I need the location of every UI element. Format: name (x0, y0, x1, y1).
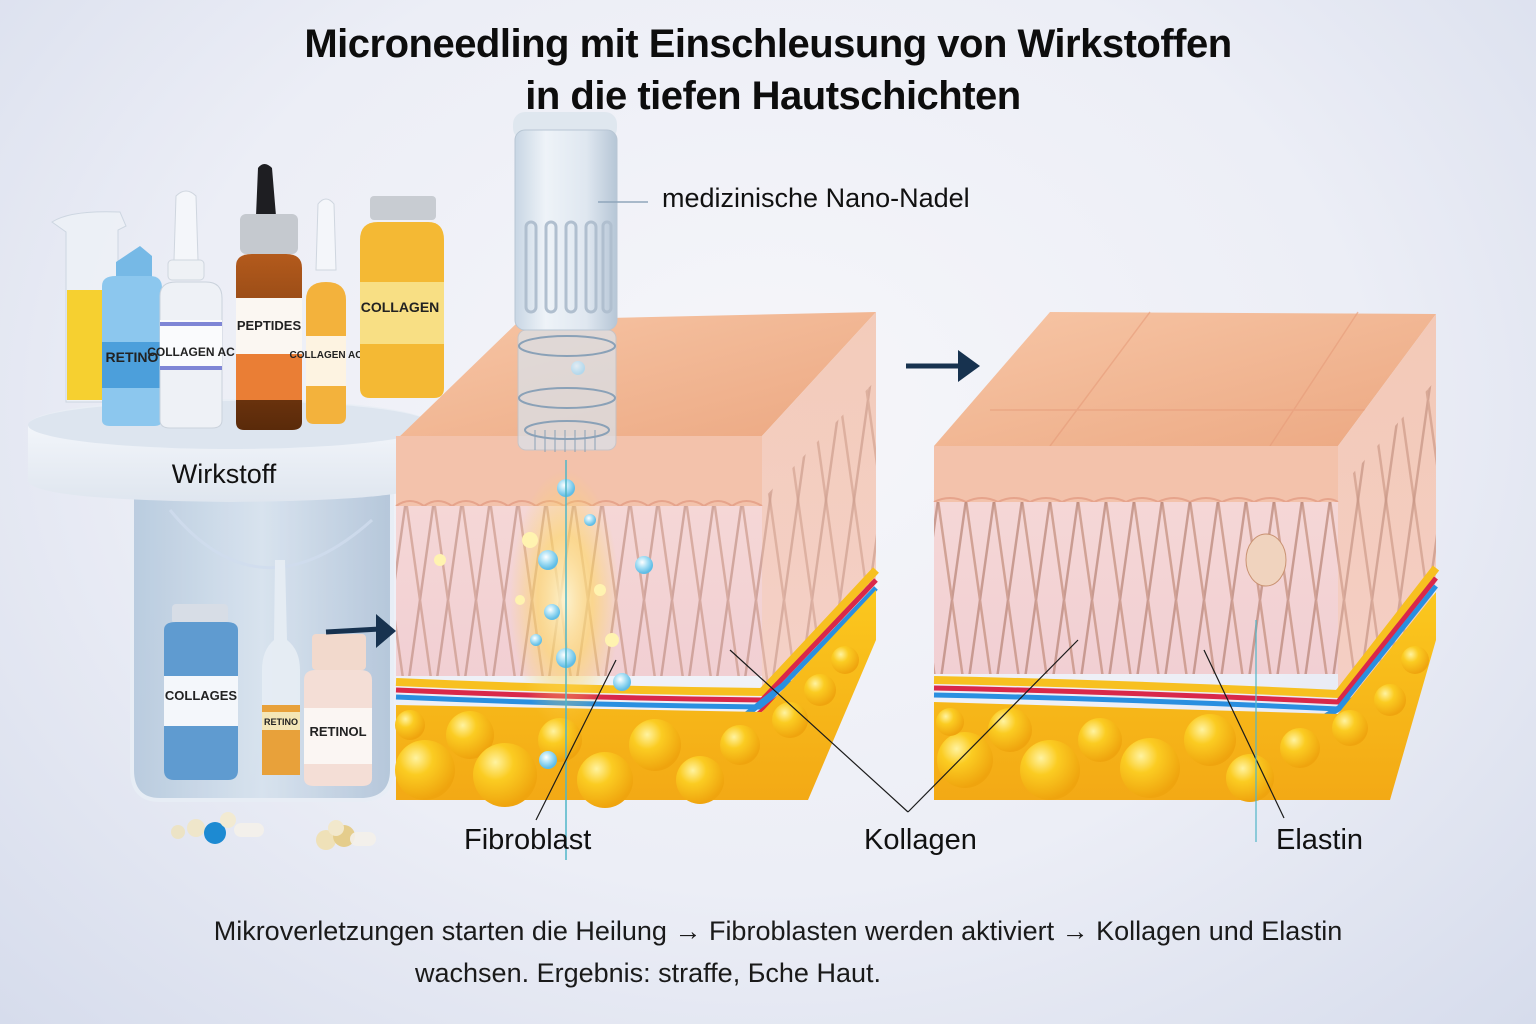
arrow-to-skin (325, 614, 396, 648)
svg-text:COLLAGEN AC: COLLAGEN AC (290, 350, 363, 361)
bottle-retino: RETINO (102, 246, 162, 426)
title-line-2: in die tiefen Hautschichten (525, 74, 1021, 118)
caption-line-2: wachsen. Ergebnis: straffe, Бche Haut. (415, 958, 881, 988)
caption-line-1: Mikroverletzungen starten die Heilung → … (213, 916, 1343, 946)
nano-needle (513, 112, 648, 452)
svg-text:COLLAGES: COLLAGES (165, 688, 238, 703)
wirkstoff-label: Wirkstoff (172, 459, 277, 489)
needle-label: medizinische Nano-Nadel (662, 183, 970, 213)
svg-text:COLLAGEN AC: COLLAGEN AC (147, 345, 235, 359)
svg-text:RETINO: RETINO (106, 349, 159, 365)
bottle-collages: COLLAGES (164, 604, 238, 780)
bottle-collagen-ac-2: COLLAGEN AC (290, 198, 363, 424)
bottle-retinol: RETINOL (304, 634, 372, 786)
title-line-1: Microneedling mit Einschleusung von Wirk… (304, 22, 1232, 66)
leader-lines (535, 639, 1285, 821)
bottle-collagen-ac-1: COLLAGEN AC (147, 190, 235, 429)
svg-text:PEPTIDES: PEPTIDES (237, 318, 302, 333)
ampoule-retino: RETINO (262, 560, 300, 775)
page-title: Microneedling mit Einschleusung von Wirk… (0, 18, 1536, 122)
arrow-before-after (906, 350, 980, 382)
process-caption: Mikroverletzungen starten die Heilung → … (0, 910, 1536, 994)
skin-block-result (933, 311, 1440, 802)
svg-text:COLLAGEN: COLLAGEN (361, 299, 440, 315)
bottle-collagen: COLLAGEN (360, 196, 444, 398)
skin-block-treatment (395, 312, 879, 808)
fibroblast-cell (1245, 533, 1287, 587)
bottle-peptides: PEPTIDES (236, 164, 302, 430)
collagen-label: Kollagen (864, 824, 977, 856)
fibroblast-label: Fibroblast (464, 824, 592, 856)
ingredients-group: COLLAGES RETINO RETINOL Wirkstoff (28, 164, 444, 850)
svg-text:RETINO: RETINO (264, 717, 298, 727)
capsules (171, 812, 376, 850)
svg-text:RETINOL: RETINOL (309, 724, 366, 739)
elastin-label: Elastin (1276, 824, 1364, 856)
